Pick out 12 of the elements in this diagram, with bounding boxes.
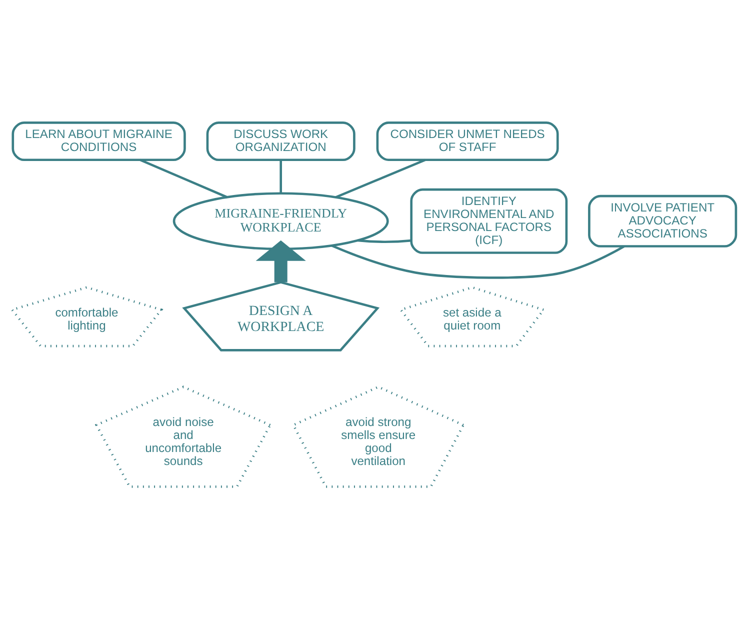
node-box: DISCUSS WORK ORGANIZATION [206,122,356,162]
node-box: LEARN ABOUT MIGRAINE CONDITIONS [12,122,186,162]
node-box: INVOLVE PATIENT ADVOCACY ASSOCIATIONS [588,194,738,248]
connector [140,158,228,198]
node-box: CONSIDER UNMET NEEDS OF STAFF [376,122,559,162]
connector [335,158,426,198]
node-ellipse: MIGRAINE-FRIENDLY WORKPLACE [172,192,389,250]
node-box: IDENTIFY ENVIRONMENTAL AND PERSONAL FACTORS (ICF) [410,188,568,254]
connector [280,160,282,194]
connector [358,239,412,244]
connector [331,244,625,279]
arrow [256,240,306,282]
